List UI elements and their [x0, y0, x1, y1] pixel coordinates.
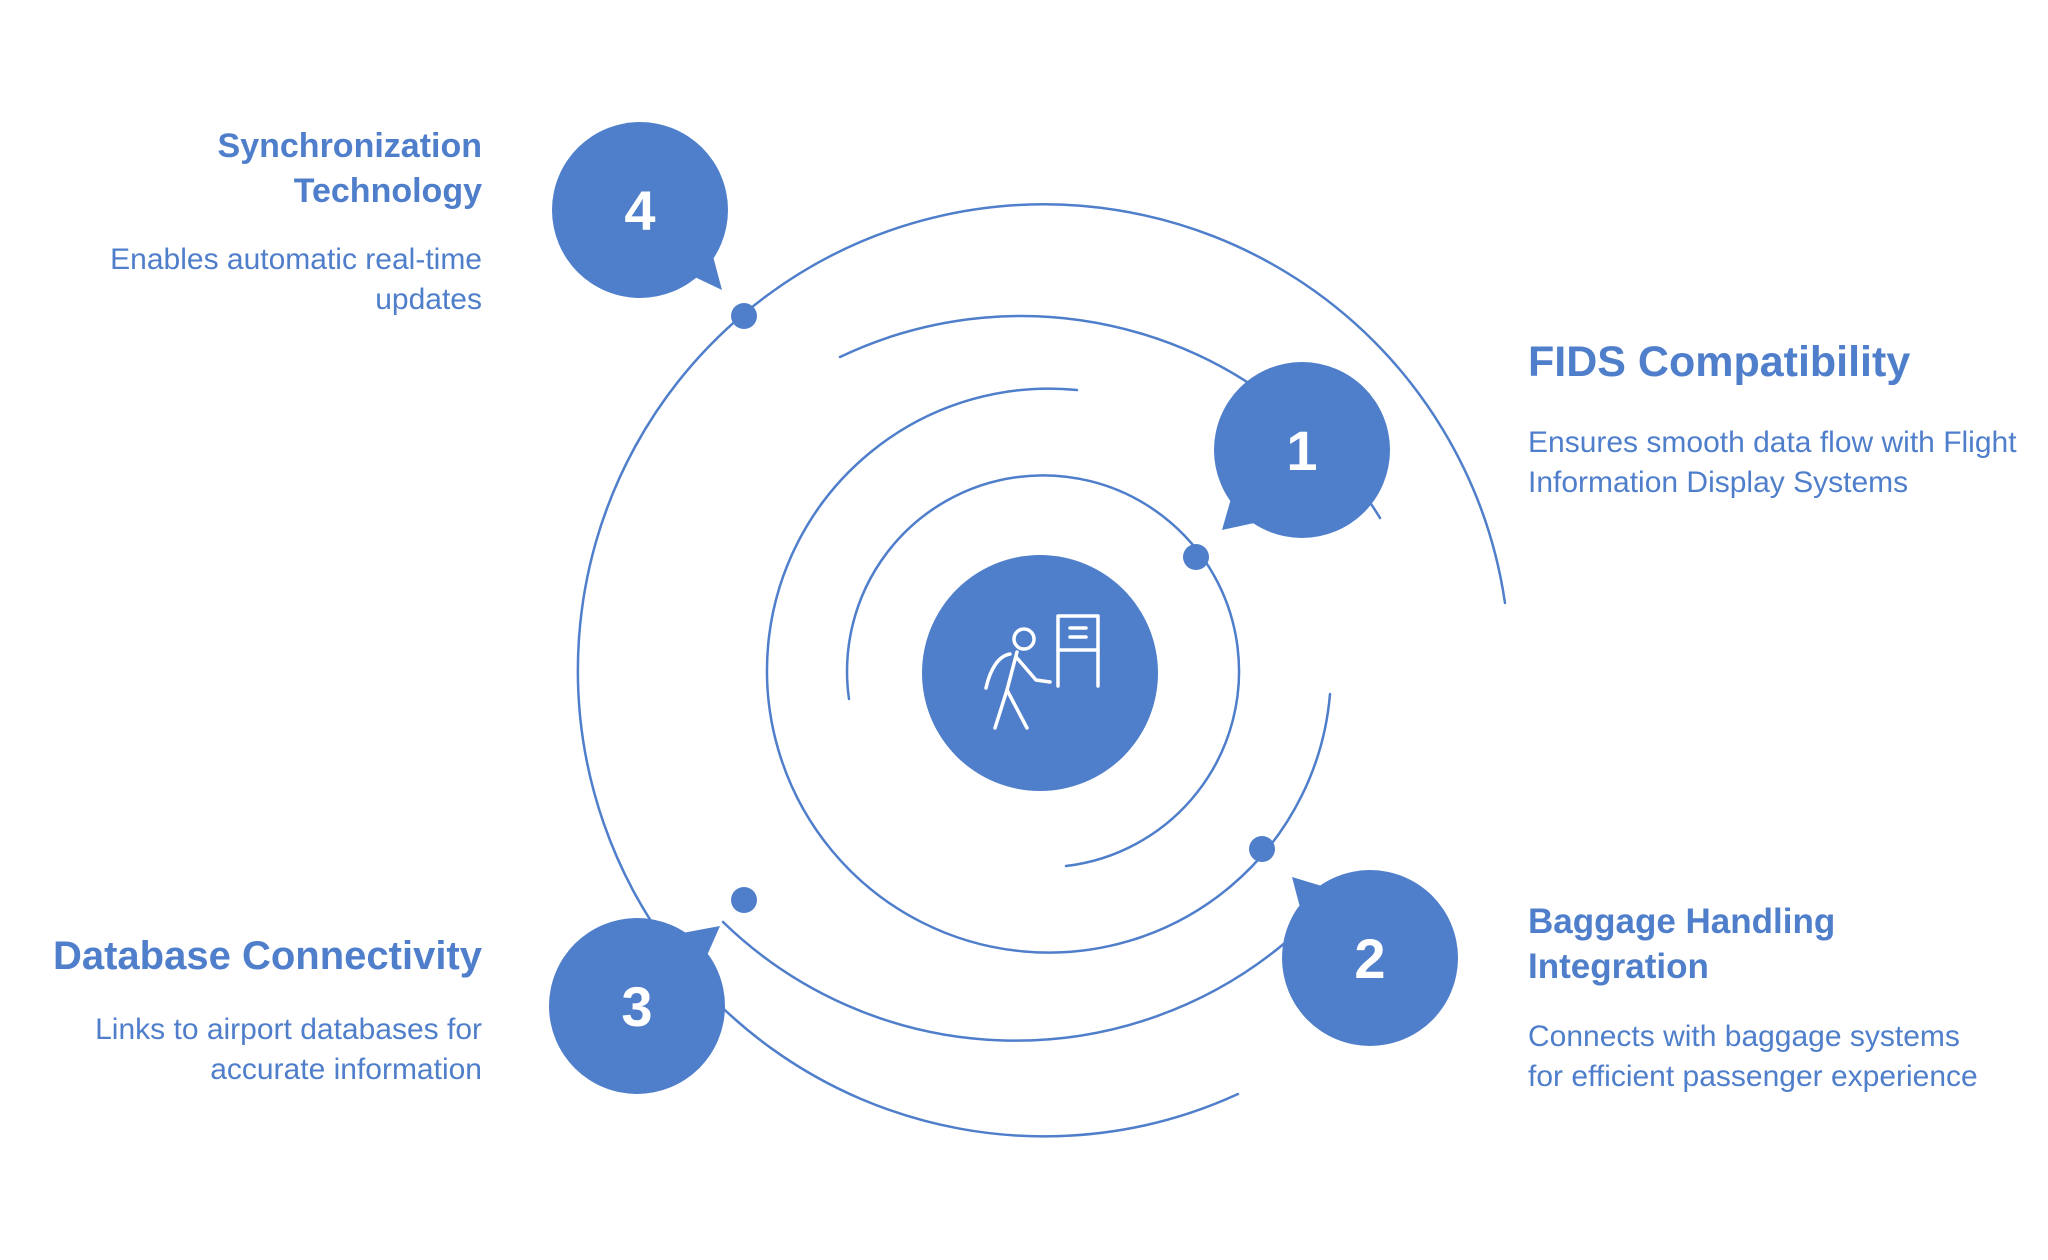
- step-description-3: Links to airport databases for accurate …: [95, 1013, 482, 1086]
- step-title-3: Database Connectivity: [52, 934, 482, 978]
- orbit-ring-inner: [845, 474, 1241, 868]
- step-description-1: Ensures smooth data flow with Flight Inf…: [1528, 426, 2017, 499]
- connector-dot-1: [1183, 544, 1209, 570]
- step-description-2: Connects with baggage systems for effici…: [1528, 1020, 1978, 1093]
- step-number-1: 1: [1286, 419, 1317, 482]
- step-bubble-1: 1: [1214, 362, 1390, 538]
- step-bubble-3: 3: [549, 918, 725, 1094]
- step-label-1: FIDS Compatibility Ensures smooth data f…: [1528, 335, 2028, 503]
- step-label-2: Baggage Handling Integration Connects wi…: [1528, 899, 1978, 1097]
- step-title-4: Synchronization Technology: [217, 127, 482, 210]
- step-number-4: 4: [624, 179, 655, 242]
- center-hub: [922, 555, 1158, 791]
- connector-dot-4: [731, 303, 757, 329]
- step-label-4: Synchronization Technology Enables autom…: [50, 124, 482, 320]
- step-bubble-4: 4: [552, 122, 728, 298]
- connector-dots: [731, 303, 1275, 913]
- step-title-2: Baggage Handling Integration: [1528, 902, 1836, 986]
- person-walking-to-flight-info-board-icon: [984, 614, 1100, 730]
- step-title-1: FIDS Compatibility: [1528, 338, 1911, 386]
- connector-dot-3: [731, 887, 757, 913]
- step-number-2: 2: [1354, 927, 1385, 990]
- connector-dot-2: [1249, 836, 1275, 862]
- orbit-ring-outer: [576, 203, 1507, 1138]
- step-description-4: Enables automatic real-time updates: [110, 243, 482, 316]
- orbit-ring-third-a: [765, 387, 1332, 954]
- step-bubble-2: 2: [1282, 870, 1458, 1046]
- step-number-3: 3: [621, 975, 652, 1038]
- orbit-ring-second-a: [721, 920, 1288, 1042]
- step-label-3: Database Connectivity Links to airport d…: [50, 928, 482, 1090]
